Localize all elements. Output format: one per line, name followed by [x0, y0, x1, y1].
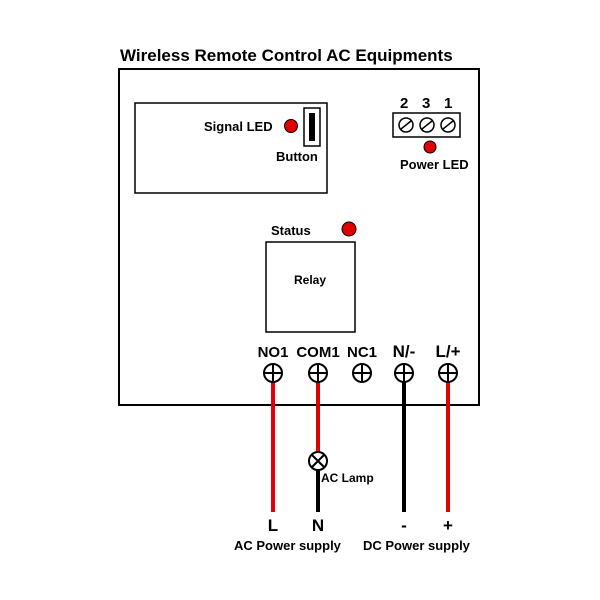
ac-power-supply-label: AC Power supply	[234, 538, 342, 553]
power-terminal-screw-2	[398, 117, 414, 133]
ac-neutral-label: N	[312, 516, 324, 535]
terminal-label-com1: COM1	[296, 344, 339, 361]
ac-lamp-label: AC Lamp	[321, 471, 374, 485]
button-label: Button	[276, 149, 318, 164]
dc-power-supply-label: DC Power supply	[363, 538, 471, 553]
ac-line-label: L	[268, 516, 278, 535]
power-terminal-number-3: 3	[422, 95, 430, 112]
status-led-indicator	[341, 221, 357, 237]
relay-box	[265, 241, 356, 333]
terminal-screw-n-minus	[394, 363, 414, 383]
terminal-screw-no1	[263, 363, 283, 383]
ac-lamp-icon	[308, 451, 328, 471]
signal-led-indicator	[284, 119, 298, 133]
terminal-label-nc1: NC1	[347, 344, 377, 361]
learn-button[interactable]	[303, 107, 321, 147]
power-led-indicator	[423, 140, 437, 154]
dc-positive-label: +	[443, 516, 453, 535]
terminal-screw-nc1	[352, 363, 372, 383]
power-terminal-number-2: 2	[400, 95, 408, 112]
power-terminal-screw-1	[440, 117, 456, 133]
relay-label: Relay	[294, 273, 326, 287]
power-terminal-number-1: 1	[444, 95, 452, 112]
dc-negative-label: -	[401, 516, 407, 535]
receiver-module-board	[134, 102, 328, 194]
diagram-title: Wireless Remote Control AC Equipments	[120, 46, 453, 65]
terminal-label-n-minus: N/-	[393, 342, 416, 361]
signal-led-label: Signal LED	[204, 119, 273, 134]
terminal-label-l-plus: L/+	[435, 342, 460, 361]
power-led-label: Power LED	[400, 157, 469, 172]
terminal-screw-l-plus	[438, 363, 458, 383]
power-terminal-screw-3	[419, 117, 435, 133]
terminal-label-no1: NO1	[258, 344, 289, 361]
terminal-screw-com1	[308, 363, 328, 383]
status-label: Status	[271, 223, 311, 238]
